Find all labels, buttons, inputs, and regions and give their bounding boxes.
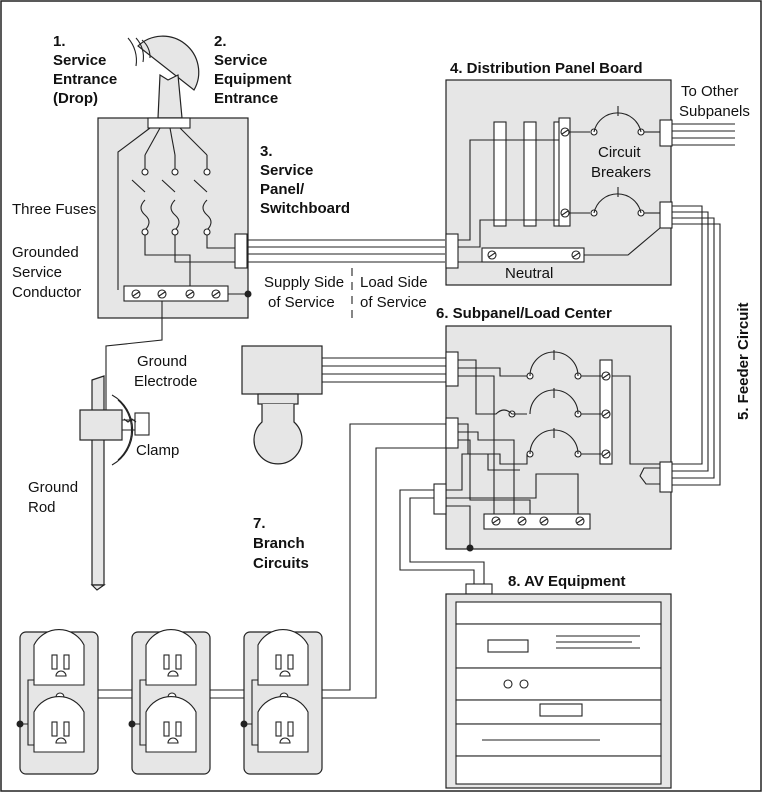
feeder-circuit-wires [672,205,721,486]
label-three-fuses: Three Fuses [12,201,96,218]
branch-circuit-wires [98,423,485,699]
label-load-side-1: Load Side [360,274,428,291]
distribution-panel-board [445,79,735,286]
label-supply-side-2: of Service [268,294,335,311]
label-clamp: Clamp [136,442,179,459]
label-to-other-subpanels-1: To Other [681,83,739,100]
label-feeder-circuit: 5. Feeder Circuit [735,302,752,420]
label-load-side-2: of Service [360,294,427,311]
label-supply-side-1: Supply Side [264,274,344,291]
label-service-panel-4: Switchboard [260,200,350,217]
label-service-panel-3: Panel/ [260,181,305,198]
subpanel-load-center [433,325,673,552]
service-to-distribution-wires [247,239,445,263]
label-grounded-2: Service [12,264,62,281]
label-service-equipment-4: Entrance [214,90,278,107]
service-drop-icon [127,35,200,119]
label-service-entrance-4: (Drop) [53,90,98,107]
label-subpanel: 6. Subpanel/Load Center [436,305,612,322]
light-fixture-icon [241,345,446,465]
label-to-other-subpanels-2: Subpanels [679,103,750,120]
label-service-equipment-2: Service [214,52,267,69]
label-grounded-1: Grounded [12,244,79,261]
label-service-panel-2: Service [260,162,313,179]
label-av-equipment: 8. AV Equipment [508,573,626,590]
label-grounded-3: Conductor [12,284,81,301]
service-panel-box [97,117,252,319]
label-branch-circuits-3: Circuits [253,555,309,572]
label-ground-electrode-2: Electrode [134,373,197,390]
label-ground-rod-2: Rod [28,499,56,516]
outlet-2 [128,629,211,775]
label-circuit-breakers-1: Circuit [598,144,641,161]
ground-electrode [79,301,163,591]
label-distribution-panel: 4. Distribution Panel Board [450,60,643,77]
label-circuit-breakers-2: Breakers [591,164,651,181]
label-branch-circuits-1: 7. [253,515,266,532]
outlet-1 [16,629,99,775]
label-neutral: Neutral [505,265,553,282]
label-service-equipment-3: Equipment [214,71,292,88]
av-equipment-rack [445,583,672,789]
label-service-entrance-3: Entrance [53,71,117,88]
label-service-equipment-1: 2. [214,33,227,50]
label-branch-circuits-2: Branch [253,535,305,552]
label-ground-rod-1: Ground [28,479,78,496]
label-service-entrance-1: 1. [53,33,66,50]
outlet-3 [240,629,323,775]
label-service-panel-1: 3. [260,143,273,160]
label-service-entrance-2: Service [53,52,106,69]
label-ground-electrode-1: Ground [137,353,187,370]
fuse-group [131,155,235,290]
